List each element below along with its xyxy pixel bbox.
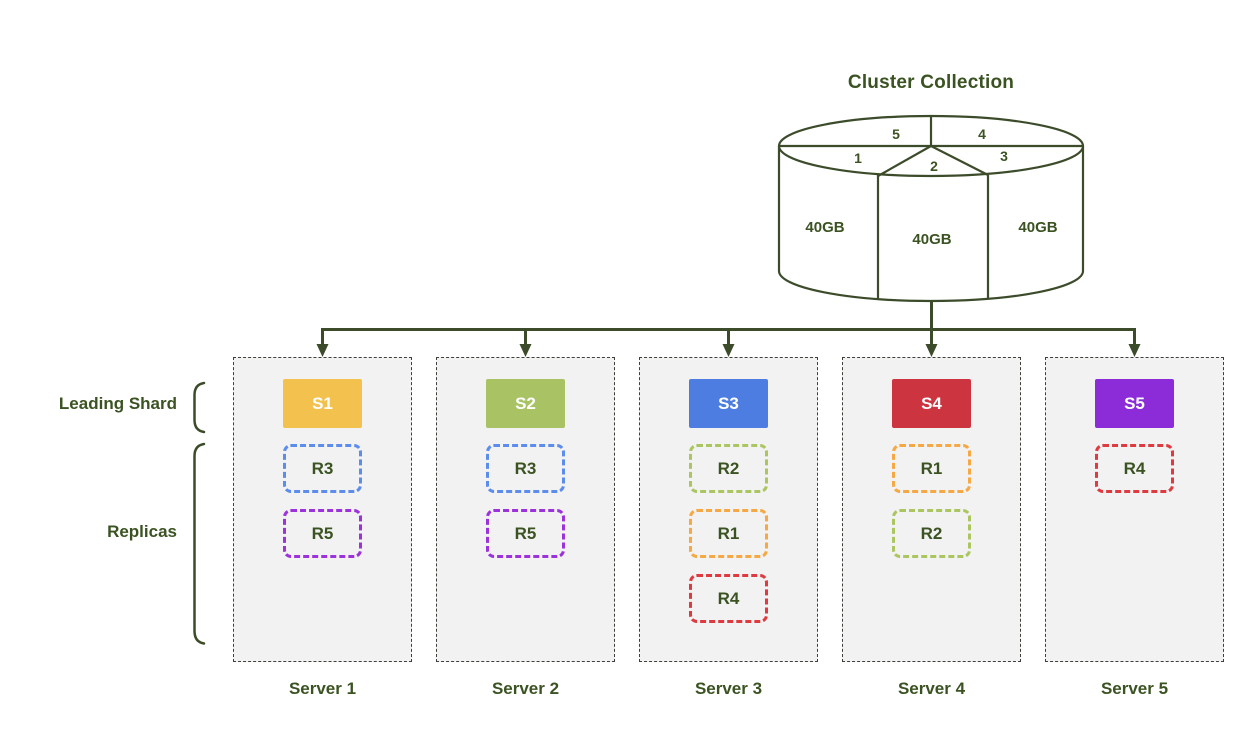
- connector-arrows: [321, 300, 1136, 346]
- leading-shard-box: S1: [283, 379, 362, 428]
- arrowhead-icon: [722, 344, 735, 357]
- arrowhead-icon: [1128, 344, 1141, 357]
- replica-box: R4: [689, 574, 768, 623]
- leading-shard-bracket: [193, 381, 206, 434]
- server-label: Server 5: [1100, 679, 1169, 698]
- pie-label-3: 3: [1000, 148, 1008, 164]
- capacity-label: 40GB: [912, 231, 951, 248]
- pie-label-1: 1: [854, 150, 862, 166]
- arrowheads: [316, 344, 1141, 357]
- replica-box: R2: [892, 509, 971, 558]
- replica-box: R3: [283, 444, 362, 493]
- replica-box: R4: [1095, 444, 1174, 493]
- leading-shard-box: S5: [1095, 379, 1174, 428]
- leading-shard-box: S2: [486, 379, 565, 428]
- server-group: S5 R4 Server 5: [1045, 357, 1224, 699]
- server-label: Server 2: [491, 679, 560, 698]
- replica-box: R5: [283, 509, 362, 558]
- diagram-title: Cluster Collection: [847, 72, 1015, 93]
- server-label: Server 4: [897, 679, 966, 698]
- replica-box: R5: [486, 509, 565, 558]
- server-box: S5 R4: [1045, 357, 1224, 662]
- pie-label-5: 5: [892, 126, 900, 142]
- replicas-annotation: Replicas: [107, 522, 177, 541]
- arrowhead-icon: [519, 344, 532, 357]
- replica-box: R1: [892, 444, 971, 493]
- annotation-brackets: [193, 381, 206, 645]
- leading-shard-annotation: Leading Shard: [58, 394, 177, 413]
- capacity-label: 40GB: [1018, 219, 1057, 236]
- leading-shard-box: S3: [689, 379, 768, 428]
- replica-box: R1: [689, 509, 768, 558]
- pie-label-2: 2: [930, 158, 938, 174]
- replica-box: R2: [689, 444, 768, 493]
- server-label: Server 3: [694, 679, 763, 698]
- replica-box: R3: [486, 444, 565, 493]
- pie-label-4: 4: [978, 126, 986, 142]
- capacity-labels: 40GB 40GB 40GB: [805, 219, 1057, 248]
- replicas-bracket: [193, 442, 206, 645]
- arrowhead-icon: [925, 344, 938, 357]
- capacity-label: 40GB: [805, 219, 844, 236]
- arrowhead-icon: [316, 344, 329, 357]
- pie-section-labels: 5 4 1 2 3: [854, 126, 1008, 174]
- pie-divider-left: [877, 145, 932, 177]
- server-label: Server 1: [288, 679, 357, 698]
- pie-divider-right: [930, 145, 989, 176]
- cluster-cylinder: [777, 114, 1085, 303]
- leading-shard-box: S4: [892, 379, 971, 428]
